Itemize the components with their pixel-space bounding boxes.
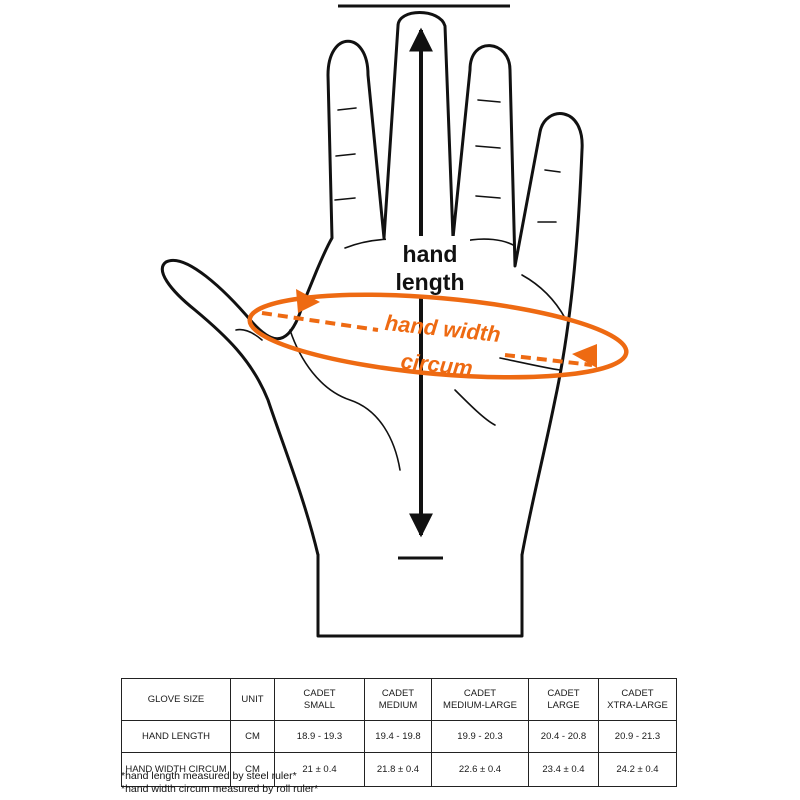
table-cell: 24.2 ± 0.4: [598, 752, 677, 787]
row-label: HAND LENGTH: [121, 720, 231, 753]
table-cell: 22.6 ± 0.4: [431, 752, 529, 787]
table-cell: 18.9 - 19.3: [274, 720, 365, 753]
header-unit: UNIT: [230, 678, 275, 721]
table-row: HAND WIDTH CIRCUM CM 21 ± 0.4 21.8 ± 0.4…: [121, 752, 677, 787]
table-cell: 19.9 - 20.3: [431, 720, 529, 753]
hand-length-indicator: hand length: [338, 4, 510, 560]
hand-silhouette: [160, 11, 584, 557]
row-label: HAND WIDTH CIRCUM: [121, 752, 231, 787]
measurement-notes: *hand length measured by steel ruler* *h…: [121, 770, 318, 796]
width-label-line-2: circum: [400, 348, 474, 380]
hand-measurement-diagram: hand length hand width circum: [160, 4, 629, 638]
width-arrow-head-left: [296, 289, 320, 313]
width-label-line-1: hand width: [384, 310, 502, 347]
note-steel-ruler: *hand length measured by steel ruler*: [121, 770, 297, 782]
header-glove-size: GLOVE SIZE: [121, 678, 231, 721]
circumference-ellipse: [247, 292, 629, 380]
table-cell: 21 ± 0.4: [274, 752, 365, 787]
row-unit: CM: [230, 720, 275, 753]
table-row: HAND LENGTH CM 18.9 - 19.3 19.4 - 19.8 1…: [121, 720, 677, 753]
length-label-line-2: length: [396, 269, 465, 295]
width-dashed-line-left: [261, 311, 379, 332]
table-cell: 20.4 - 20.8: [528, 720, 599, 753]
table-cell: 19.4 - 19.8: [364, 720, 432, 753]
width-dashed-line-right: [504, 353, 593, 367]
hand-outline: [160, 11, 584, 638]
length-label-line-1: hand: [403, 241, 458, 267]
table-cell: 23.4 ± 0.4: [528, 752, 599, 787]
table-cell: 21.8 ± 0.4: [364, 752, 432, 787]
width-arrow-head-right: [572, 344, 597, 368]
table-cell: 20.9 - 21.3: [598, 720, 677, 753]
row-unit: CM: [230, 752, 275, 787]
hand-creases: [235, 99, 566, 471]
glove-cuff: [316, 553, 524, 638]
note-roll-ruler: *hand width circum measured by roll rule…: [121, 783, 319, 795]
